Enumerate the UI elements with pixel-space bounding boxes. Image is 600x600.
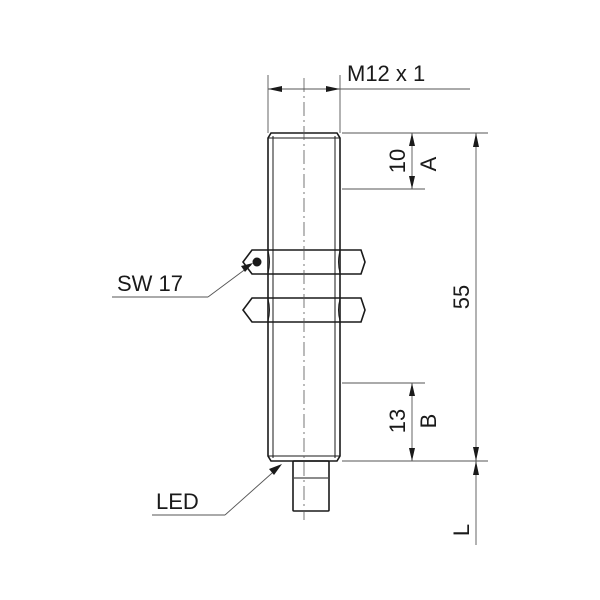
wrench-size-label: SW 17 — [117, 271, 183, 296]
wrench-size-leader — [112, 263, 253, 298]
dimension-a-letter: A — [416, 156, 441, 171]
dimension-a-value: 10 — [385, 149, 410, 173]
dimension-l-label: L — [449, 524, 474, 536]
dimension-b — [342, 382, 488, 462]
dimension-total-value: 55 — [449, 285, 474, 309]
hex-nut-upper — [242, 249, 366, 275]
dimension-thread-width — [267, 75, 470, 133]
dimension-a — [342, 132, 488, 190]
dimension-total-length — [473, 133, 479, 461]
hex-nut-lower — [242, 297, 366, 323]
led-indicator-dot — [252, 257, 262, 267]
cable-stub — [292, 460, 330, 512]
led-leader — [152, 464, 282, 516]
led-label: LED — [156, 489, 199, 514]
dimension-b-letter: B — [416, 414, 441, 429]
dimension-b-value: 13 — [385, 409, 410, 433]
dimension-l — [473, 461, 479, 545]
thread-label: M12 x 1 — [347, 61, 425, 86]
